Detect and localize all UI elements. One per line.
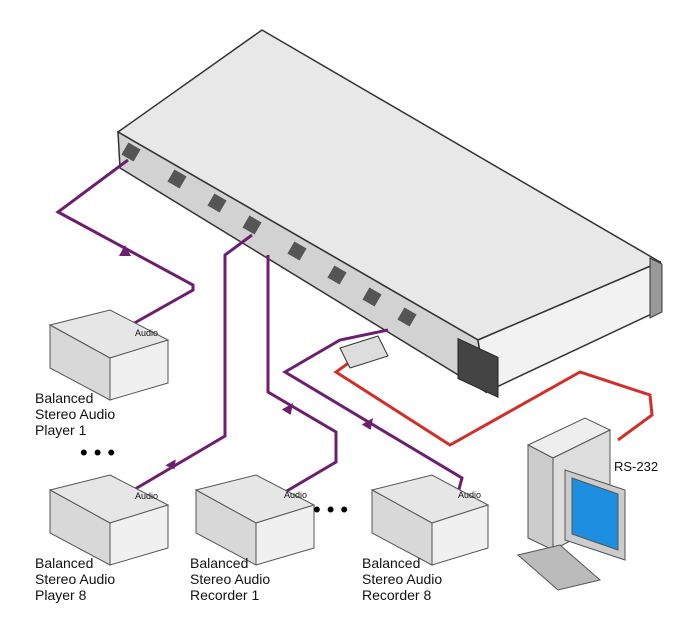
recorder-8-port-label: Audio [458, 490, 482, 500]
power-inlet [457, 337, 499, 398]
audio-matrix-unit [116, 29, 663, 398]
ellipsis-players: ••• [80, 440, 122, 465]
cable-recorder-1 [266, 255, 338, 497]
audio-connectors [121, 142, 417, 327]
player-8-icon [48, 474, 170, 566]
recorder-8-icon [370, 474, 490, 566]
direction-arrows [119, 245, 374, 470]
player-1-port-label: Audio [135, 328, 159, 338]
device-icons [48, 309, 490, 566]
cable-player-1 [55, 158, 195, 332]
player-8-label: Balanced Stereo Audio Player 8 [35, 555, 116, 603]
rs232-cable [333, 360, 654, 447]
cable-recorder-8 [282, 328, 464, 494]
recorder-1-label: Balanced Stereo Audio Recorder 1 [190, 555, 271, 603]
player-1-icon [48, 309, 170, 401]
db9-connector [339, 335, 389, 369]
audio-cables [55, 158, 464, 497]
ellipsis-recorders: ••• [313, 497, 355, 522]
player-8-port-label: Audio [135, 491, 159, 501]
recorder-8-label: Balanced Stereo Audio Recorder 8 [362, 555, 443, 603]
computer-icon [516, 417, 626, 591]
cable-player-8 [124, 233, 253, 497]
recorder-1-icon [194, 474, 316, 566]
rs232-label: RS-232 [614, 459, 659, 474]
recorder-1-port-label: Audio [284, 490, 308, 500]
player-1-label: Balanced Stereo Audio Player 1 [35, 390, 116, 438]
